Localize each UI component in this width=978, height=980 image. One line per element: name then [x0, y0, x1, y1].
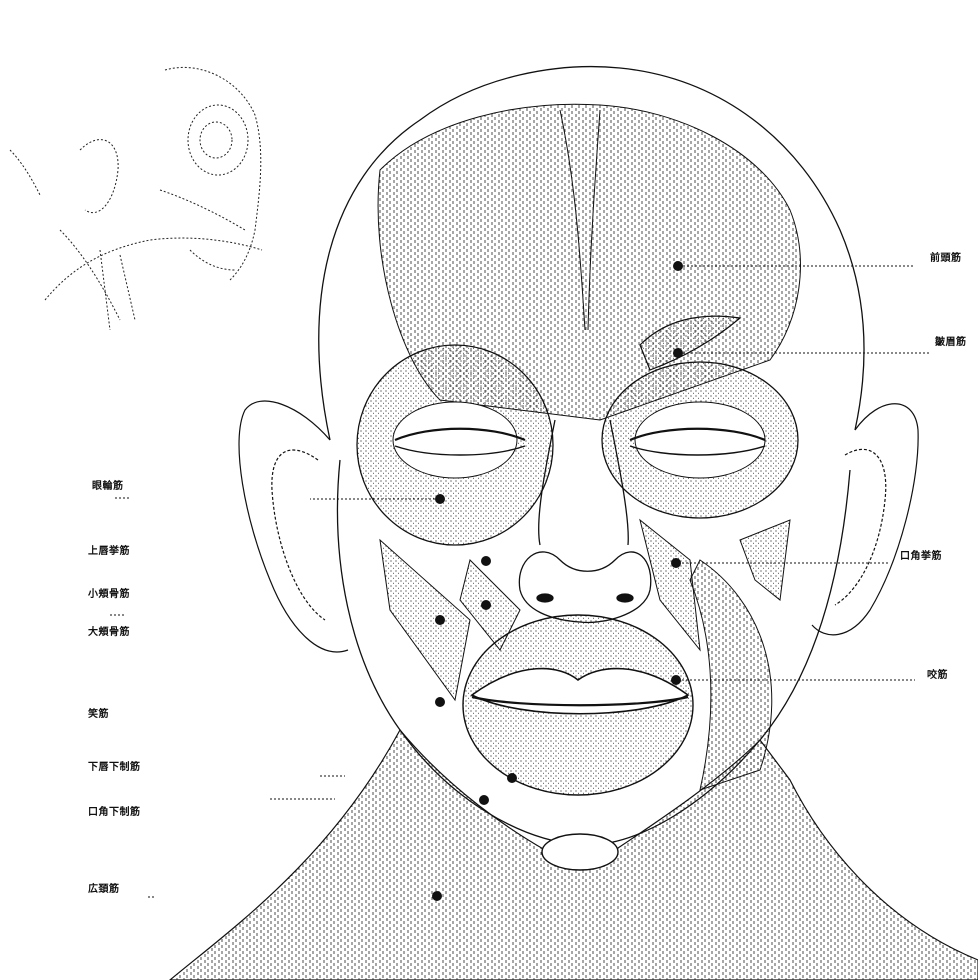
marker-depressor-labii: [507, 773, 517, 783]
marker-masseter: [671, 675, 681, 685]
marker-depressor-anguli: [479, 795, 489, 805]
left-orbicularis-oculi: [357, 345, 553, 545]
label-risorius: 笑筋: [88, 705, 109, 720]
marker-corrugator: [673, 348, 683, 358]
label-levator-labii: 上唇挙筋: [88, 542, 130, 557]
marker-platysma: [432, 891, 442, 901]
label-platysma: 広頚筋: [88, 880, 120, 895]
label-depressor-anguli: 口角下制筋: [88, 803, 141, 818]
label-masseter: 咬筋: [927, 666, 948, 681]
inset-face-sketch: [10, 67, 262, 330]
label-zygomaticus-minor: 小頬骨筋: [88, 585, 130, 600]
label-zygomaticus-major: 大頬骨筋: [88, 623, 130, 638]
marker-frontalis: [673, 261, 683, 271]
marker-zygomaticus-major: [435, 615, 445, 625]
marker-levator-anguli: [671, 558, 681, 568]
marker-zygomaticus-minor: [481, 600, 491, 610]
label-corrugator: 皺眉筋: [935, 333, 967, 348]
label-levator-anguli: 口角挙筋: [900, 547, 942, 562]
marker-orbicularis-oculi: [435, 494, 445, 504]
label-depressor-labii: 下唇下制筋: [88, 758, 141, 773]
orbicularis-oris: [463, 615, 693, 795]
label-orbicularis-oculi: 眼輪筋: [92, 477, 124, 492]
right-orbicularis-oculi: [602, 362, 798, 518]
marker-risorius: [435, 697, 445, 707]
marker-levator-labii: [481, 556, 491, 566]
label-frontalis: 前頭筋: [930, 249, 962, 264]
